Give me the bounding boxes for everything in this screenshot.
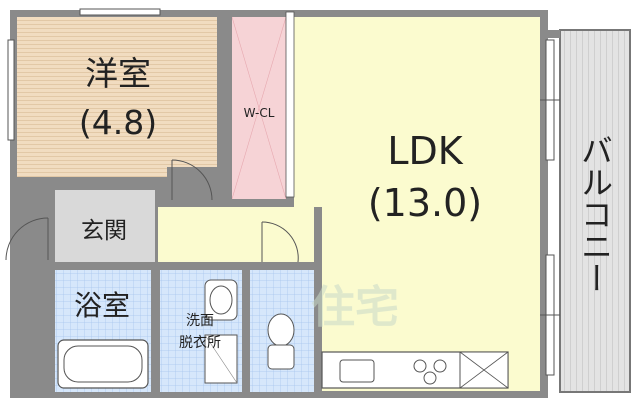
closet-label: W-CL	[244, 106, 275, 120]
entrance-floor	[55, 190, 155, 262]
hall-floor	[158, 207, 318, 265]
window-top	[79, 8, 161, 16]
washroom-label-1: 洗面	[186, 313, 214, 329]
balcony-label: バルコニー	[576, 134, 614, 294]
wash-basin	[204, 279, 238, 384]
bathtub	[57, 339, 149, 389]
western-room-name: 洋室	[85, 54, 151, 93]
bath-label: 浴室	[74, 289, 130, 322]
window-left	[7, 39, 15, 141]
watermark: 住宅	[311, 282, 399, 333]
entrance-door	[5, 217, 49, 261]
toilet	[267, 313, 295, 370]
balcony-floor	[559, 29, 631, 393]
ldk-name: LDK	[387, 129, 463, 173]
western-room-door	[171, 159, 213, 201]
closet-door	[261, 221, 299, 263]
ldk-floor	[294, 17, 540, 391]
western-room-size: (4.8)	[79, 103, 157, 142]
washroom-label-2: 脱衣所	[179, 335, 221, 351]
entrance-label: 玄関	[81, 218, 127, 244]
kitchen-counter	[321, 351, 509, 389]
ldk-size: (13.0)	[368, 181, 482, 225]
western-room-extension	[17, 167, 167, 177]
western-room-floor	[17, 17, 217, 167]
